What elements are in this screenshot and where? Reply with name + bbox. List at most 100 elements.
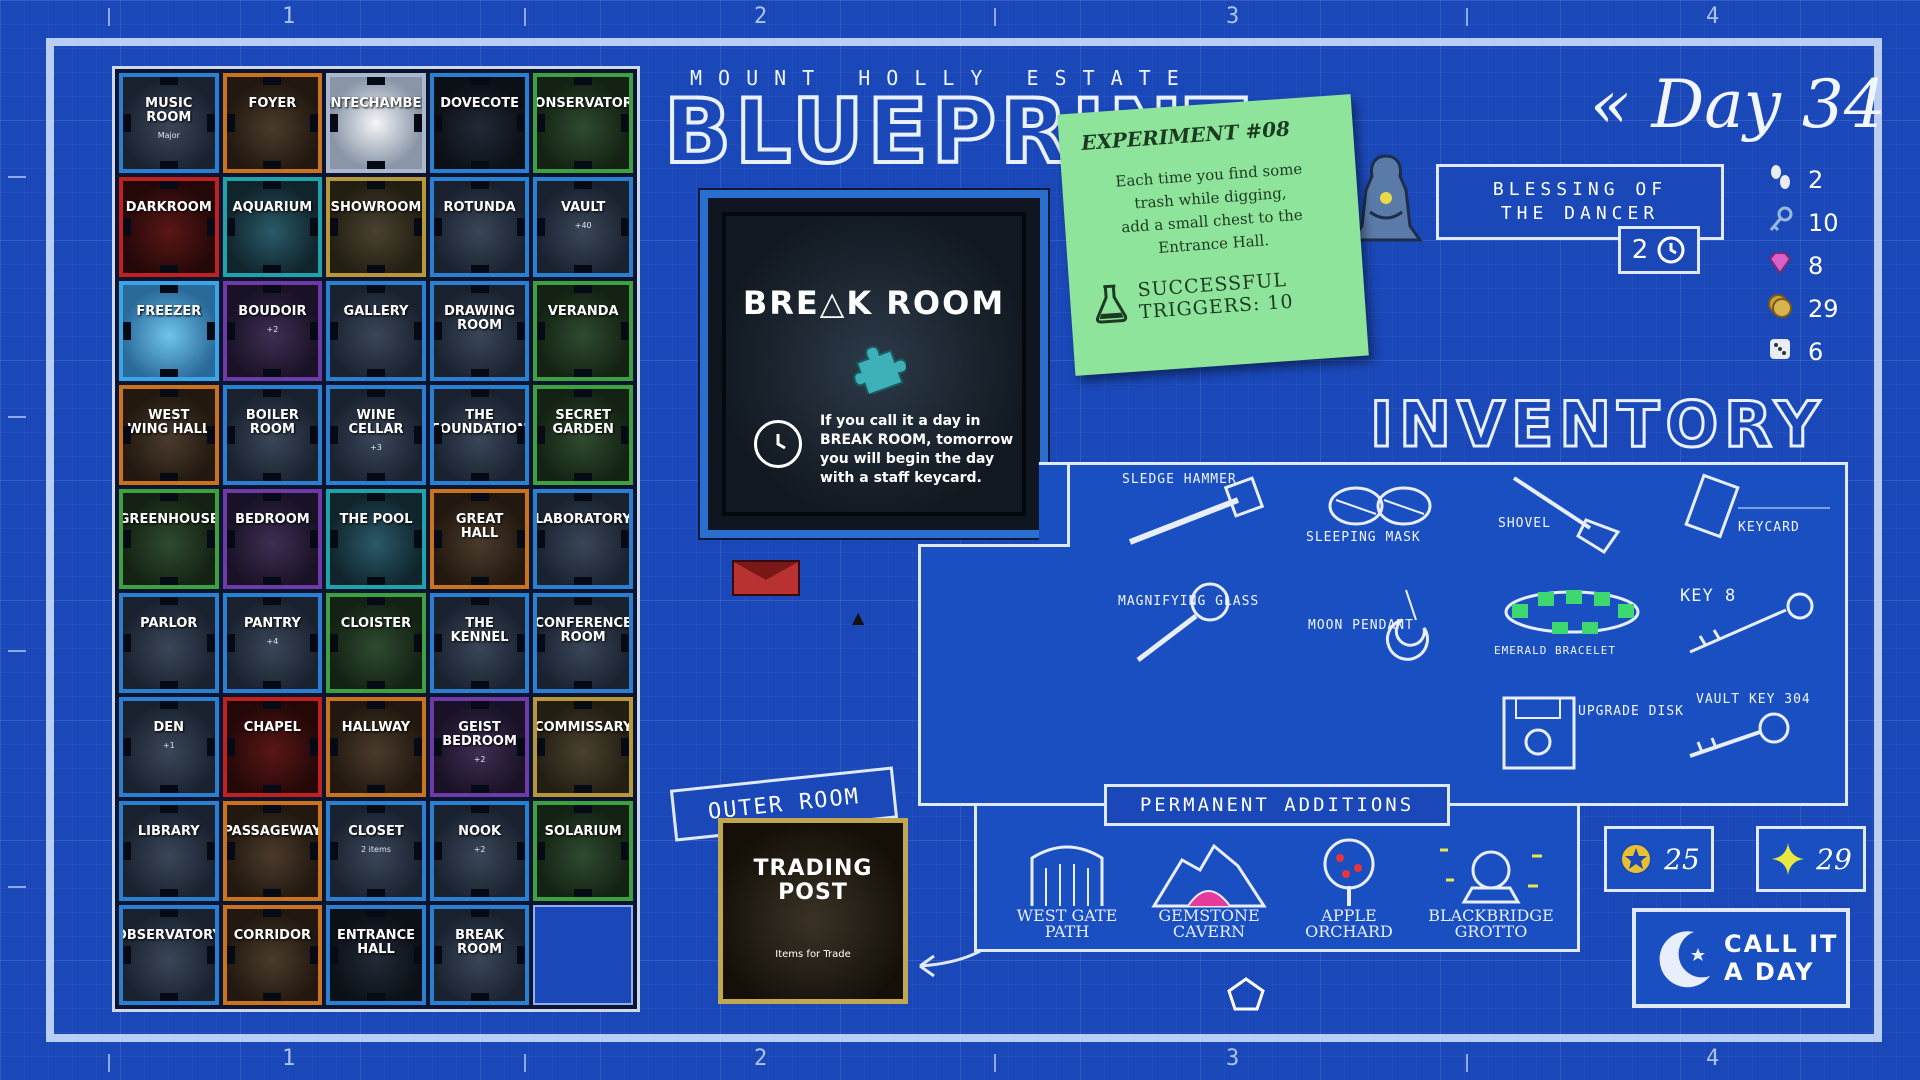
resource-stats: 2 10 8 29 6 (1766, 158, 1839, 373)
room-sub: +1 (162, 741, 175, 750)
room-commissary[interactable]: COMMISSARY (533, 697, 633, 797)
envelope-icon[interactable] (732, 560, 800, 596)
vault-key-icon (1689, 712, 1790, 758)
room-bedroom[interactable]: BEDROOM (222, 489, 323, 589)
pentagon-icon[interactable] (1226, 976, 1266, 1012)
room-west-wing-hall[interactable]: WEST WING HALL (119, 385, 219, 485)
room-greenhouse[interactable]: GREENHOUSE (119, 489, 219, 589)
inventory-item-magnifying-glass[interactable]: MAGNIFYING GLASS (1118, 580, 1278, 664)
inventory-item-moon-pendant[interactable]: MOON PENDANT (1306, 580, 1456, 664)
room-secret-garden[interactable]: SECRET GARDEN (533, 385, 633, 485)
door-e (413, 426, 422, 444)
cursor-icon: ▲ (852, 608, 865, 627)
inventory-item-keycard[interactable]: KEYCARD (1670, 470, 1840, 554)
room-corridor[interactable]: CORRIDOR (222, 905, 323, 1005)
permanent-item-blackbridge-grotto[interactable]: BLACKBRIDGE GROTTO (1424, 836, 1558, 948)
ruler-num: 2 (754, 4, 768, 29)
room-the-kennel[interactable]: THE KENNEL (429, 593, 530, 693)
room-gallery[interactable]: GALLERY (326, 281, 426, 381)
room-break-room[interactable]: BREAK ROOM (429, 905, 530, 1005)
door-w (123, 426, 131, 444)
door-e (310, 426, 319, 444)
room-name: DOVECOTE (440, 96, 519, 111)
room-library[interactable]: LIBRARY (119, 801, 219, 901)
room-nook[interactable]: NOOK+2 (429, 801, 530, 901)
room-parlor[interactable]: PARLOR (119, 593, 219, 693)
room-chapel[interactable]: CHAPEL (222, 697, 323, 797)
room-boudoir[interactable]: BOUDOIR+2 (222, 281, 323, 381)
room-observatory[interactable]: OBSERVATORY (119, 905, 219, 1005)
room-pantry[interactable]: PANTRY+4 (222, 593, 323, 693)
inventory-item-emerald-bracelet[interactable]: EMERALD BRACELET (1494, 580, 1654, 664)
room-veranda[interactable]: VERANDA (533, 281, 633, 381)
stat-dice: 6 (1766, 330, 1839, 373)
room-laboratory[interactable]: LABORATORY (533, 489, 633, 589)
room-name: FREEZER (136, 304, 202, 319)
door-n (263, 285, 282, 293)
room-foyer[interactable]: FOYER (222, 73, 323, 173)
permanent-item-apple-orchard[interactable]: APPLE ORCHARD (1282, 836, 1416, 948)
door-e (206, 946, 215, 964)
room-passageway[interactable]: PASSAGEWAY (222, 801, 323, 901)
blessing-line2: THE DANCER (1500, 203, 1660, 224)
inventory-item-key-8[interactable]: KEY 8 (1676, 580, 1836, 664)
room-hallway[interactable]: HALLWAY (326, 697, 426, 797)
inventory-item-shovel[interactable]: SHOVEL (1494, 470, 1644, 554)
room-wine-cellar[interactable]: WINE CELLAR+3 (326, 385, 426, 485)
inventory-item-sleeping-mask[interactable]: SLEEPING MASK (1306, 470, 1456, 554)
room-showroom[interactable]: SHOWROOM (326, 177, 426, 277)
door-s (366, 785, 385, 793)
room-aquarium[interactable]: AQUARIUM (222, 177, 323, 277)
ruler-tick (1466, 1054, 1468, 1072)
door-w (123, 530, 131, 548)
room-cloister[interactable]: CLOISTER (326, 593, 426, 693)
room-empty-slot[interactable] (533, 905, 633, 1005)
door-s (470, 161, 489, 169)
room-drawing-room[interactable]: DRAWING ROOM (429, 281, 530, 381)
room-name: HALLWAY (341, 720, 411, 735)
outer-room-trading-post[interactable]: TRADING POST Items for Trade (718, 818, 908, 1004)
room-preview[interactable]: BRE△K ROOM If you call it a day in BREAK… (698, 188, 1050, 540)
room-conservatory[interactable]: CONSERVATORY (533, 73, 633, 173)
inventory-item-upgrade-disk[interactable]: UPGRADE DISK (1494, 690, 1683, 774)
room-antechamber[interactable]: ANTECHAMBER (326, 73, 426, 173)
door-s (470, 993, 489, 1001)
stat-coins: 29 (1766, 287, 1839, 330)
ruler-tick (8, 650, 26, 652)
door-w (123, 634, 131, 652)
inventory-item-vault-key[interactable]: VAULT KEY 304 (1670, 686, 1840, 770)
room-conference-room[interactable]: CONFERENCE ROOM (533, 593, 633, 693)
experiment-note[interactable]: EXPERIMENT #08 Each time you find some t… (1057, 94, 1369, 376)
door-e (517, 114, 526, 132)
grotto-icon (1440, 848, 1542, 904)
room-great-hall[interactable]: GREAT HALL (429, 489, 530, 589)
room-vault[interactable]: VAULT+40 (533, 177, 633, 277)
door-s (159, 369, 178, 377)
room-geist-bedroom[interactable]: GEIST BEDROOM+2 (429, 697, 530, 797)
room-name: THE KENNEL (450, 616, 509, 645)
door-n (574, 597, 593, 605)
inventory-item-sledge-hammer[interactable]: SLEDGE HAMMER (1118, 470, 1278, 554)
item-label: KEY 8 (1680, 586, 1737, 606)
permanent-item-west-gate-path[interactable]: WEST GATE PATH (1000, 836, 1134, 948)
room-darkroom[interactable]: DARKROOM (119, 177, 219, 277)
room-name: GREAT HALL (455, 512, 504, 541)
room-boiler-room[interactable]: BOILER ROOM (222, 385, 323, 485)
room-solarium[interactable]: SOLARIUM (533, 801, 633, 901)
permanent-item-gemstone-cavern[interactable]: GEMSTONE CAVERN (1142, 836, 1276, 948)
door-s (574, 265, 593, 273)
room-den[interactable]: DEN+1 (119, 697, 219, 797)
room-name: PASSAGEWAY (223, 824, 322, 839)
room-entrance-hall[interactable]: ENTRANCE HALL (326, 905, 426, 1005)
call-it-a-day-button[interactable]: CALL IT A DAY (1632, 908, 1850, 1008)
room-freezer[interactable]: FREEZER (119, 281, 219, 381)
ruler-tick (108, 8, 110, 26)
room-the-pool[interactable]: THE POOL (326, 489, 426, 589)
room-the-foundation[interactable]: THE FOUNDATION (429, 385, 530, 485)
door-e (413, 114, 422, 132)
room-dovecote[interactable]: DOVECOTE (429, 73, 530, 173)
door-n (574, 285, 593, 293)
room-rotunda[interactable]: ROTUNDA (429, 177, 530, 277)
